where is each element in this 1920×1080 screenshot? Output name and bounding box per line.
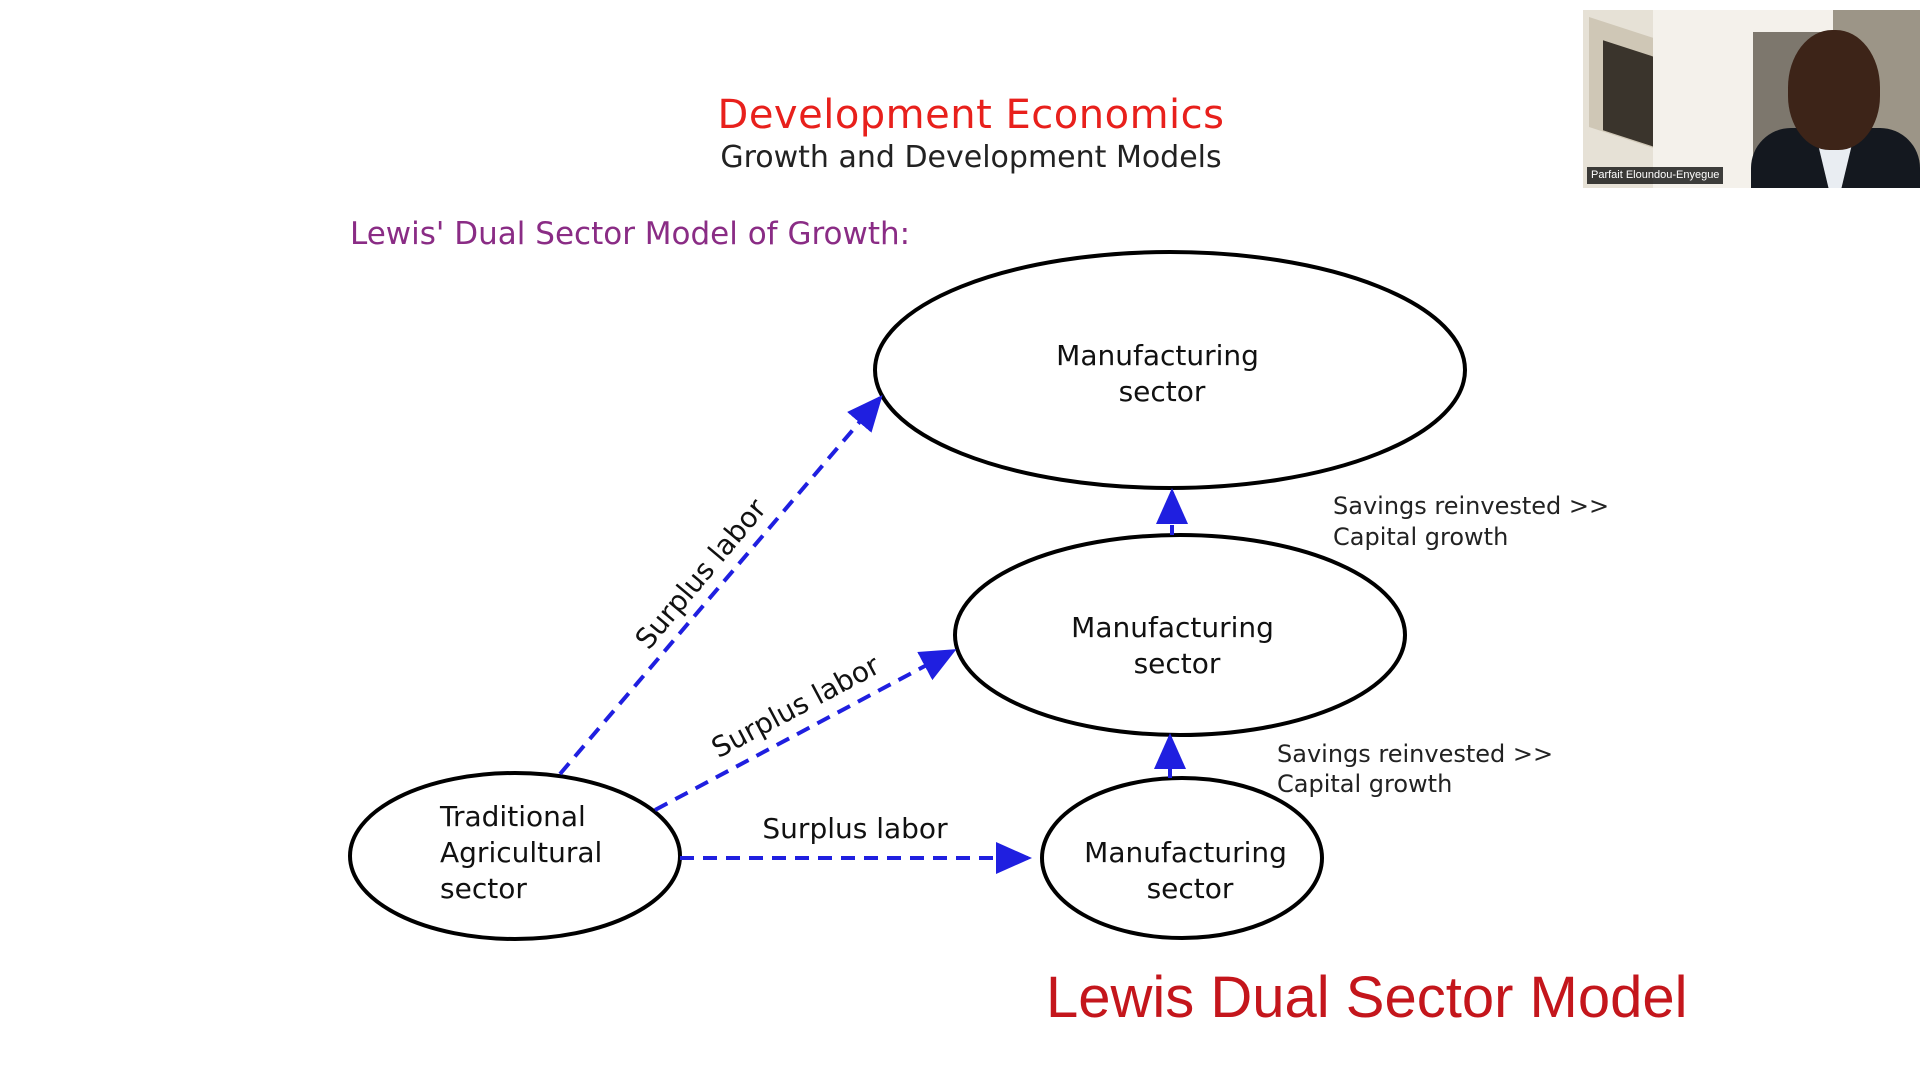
savings-upper-label: Savings reinvested >> Capital growth — [1333, 492, 1617, 551]
manufacturing-bottom-ellipse — [1040, 776, 1324, 940]
surplus-bottom-label: Surplus labor — [762, 812, 948, 845]
webcam-person-head — [1788, 30, 1880, 150]
slide-subtitle: Growth and Development Models — [720, 140, 1222, 175]
arrow-surplus-top — [558, 394, 883, 776]
footer-caption: Lewis Dual Sector Model — [1046, 965, 1688, 1030]
surplus-mid-label: Surplus labor — [706, 648, 885, 764]
agricultural-label: Traditional Agricultural sector — [439, 800, 611, 905]
manufacturing-mid-label: Manufacturing sector — [1071, 611, 1283, 680]
webcam-thumbnail[interactable]: Parfait Eloundou-Enyegue — [1583, 10, 1920, 188]
participant-name-tag: Parfait Eloundou-Enyegue — [1587, 167, 1724, 184]
savings-lower-label: Savings reinvested >> Capital growth — [1277, 740, 1561, 798]
slide-title: Development Economics — [717, 92, 1225, 138]
manufacturing-top-label: Manufacturing sector — [1056, 339, 1268, 408]
arrow-surplus-mid — [654, 649, 957, 812]
surplus-top-label: Surplus labor — [629, 492, 774, 655]
manufacturing-bottom-label: Manufacturing sector — [1084, 836, 1296, 905]
model-heading: Lewis' Dual Sector Model of Growth: — [350, 216, 911, 252]
